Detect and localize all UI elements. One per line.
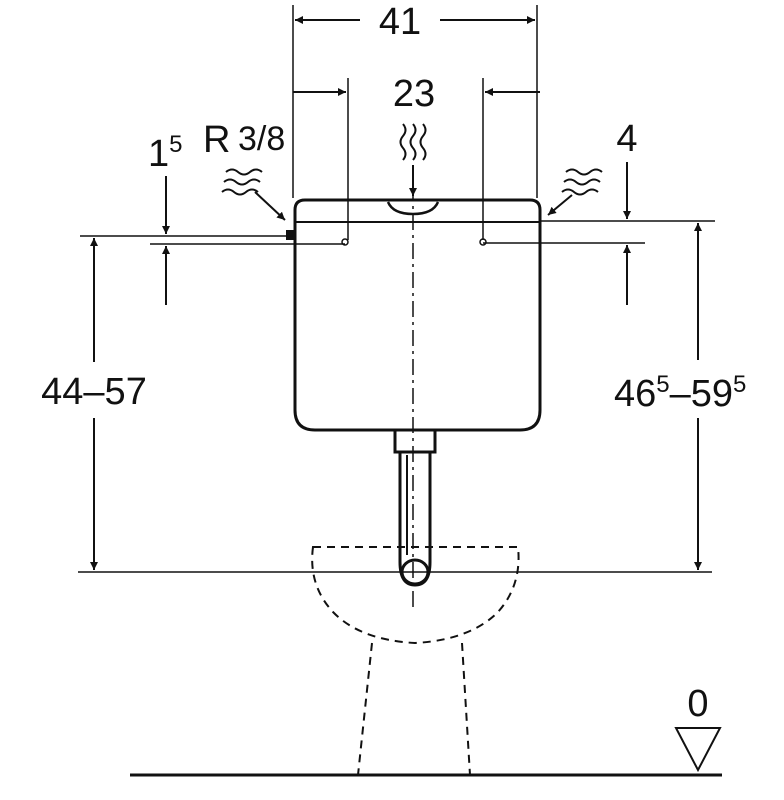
left-offset-label: 15 xyxy=(148,131,183,175)
right-offset-label: 4 xyxy=(616,118,637,160)
width-dimension-label: 41 xyxy=(379,1,421,43)
left-offset-dimension xyxy=(80,176,345,305)
left-height-label: 44–57 xyxy=(41,371,147,413)
connection-spacing-label: 23 xyxy=(393,73,435,115)
side-valve xyxy=(286,230,294,240)
right-offset-dimension xyxy=(483,162,715,305)
thread-label: R xyxy=(203,119,230,161)
water-inlet-icon xyxy=(547,168,603,216)
right-height-label: 465–595 xyxy=(614,371,746,415)
width-dimension xyxy=(292,5,538,198)
flush-pipe xyxy=(393,428,437,587)
floor-level-marker-icon xyxy=(674,727,722,773)
thread-size-label: 3/8 xyxy=(238,120,285,158)
flush-water-icon xyxy=(399,123,427,196)
left-height-dimension xyxy=(78,238,712,573)
connection-spacing-dimension xyxy=(293,78,540,240)
water-inlet-icon xyxy=(221,168,286,221)
toilet-bowl-outline xyxy=(311,546,520,776)
left-connection-point xyxy=(341,238,349,246)
floor-level-label: 0 xyxy=(687,683,708,725)
